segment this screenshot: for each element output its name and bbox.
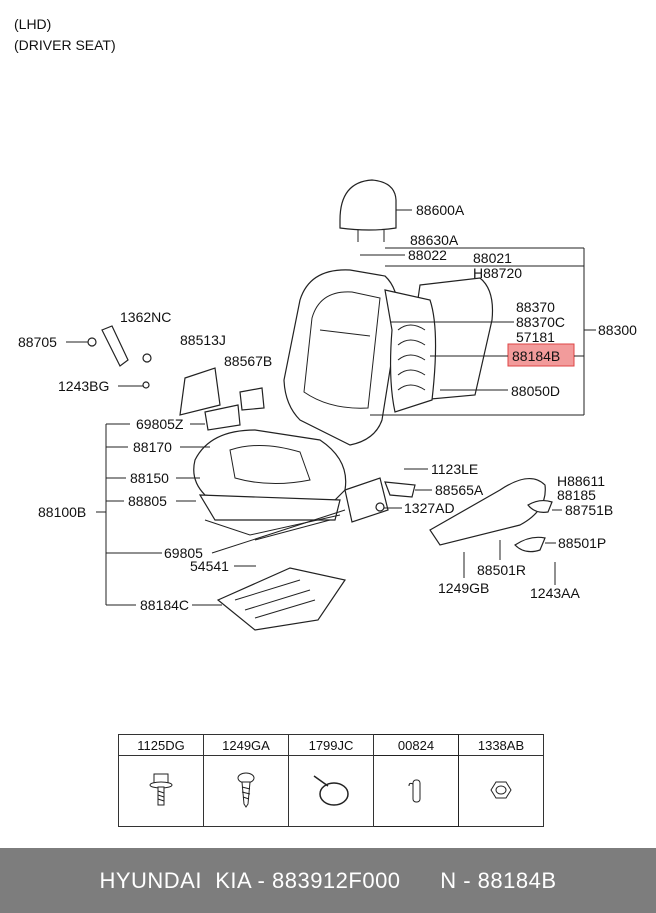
hw-code-1799JC: 1799JC <box>288 734 374 756</box>
cushion-pad <box>216 567 346 631</box>
headrest <box>339 179 397 242</box>
label-54541: 54541 <box>190 558 229 574</box>
label-88370: 88370 <box>516 299 555 315</box>
label-69805: 69805 <box>164 545 203 561</box>
label-88751B: 88751B <box>565 502 613 518</box>
label-1243AA: 1243AA <box>530 585 580 601</box>
label-88513J: 88513J <box>180 332 226 348</box>
clip-1362NC <box>142 353 152 363</box>
label-69805Z: 69805Z <box>136 416 184 432</box>
label-88021: 88021 <box>473 250 512 266</box>
label-88705: 88705 <box>18 334 57 350</box>
seat-exploded-diagram: 88600A 88630A 88021 88022 H88720 88370 8… <box>18 179 637 631</box>
knob-88751B <box>527 499 553 513</box>
label-88184C: 88184C <box>140 597 189 613</box>
hw-code-1249GA: 1249GA <box>203 734 289 756</box>
label-88100B: 88100B <box>38 504 86 520</box>
label-88185: 88185 <box>557 487 596 503</box>
footer-brand: HYUNDAI KIA - 883912F000 <box>99 867 401 893</box>
label-88370C: 88370C <box>516 314 565 330</box>
pin-icon <box>408 779 421 802</box>
recliner-bracket <box>344 477 389 523</box>
bolt-1243BG <box>142 381 150 389</box>
clip-band-icon <box>313 774 349 806</box>
label-88630A: 88630A <box>410 232 459 248</box>
label-1243BG: 1243BG <box>58 378 109 394</box>
flange-bolt-icon <box>149 773 173 805</box>
nut-icon <box>490 781 512 798</box>
hw-code-1338AB: 1338AB <box>458 734 544 756</box>
highlight-88184B <box>507 343 575 367</box>
label-88300: 88300 <box>598 322 637 338</box>
header-driver-seat: (DRIVER SEAT) <box>14 37 116 53</box>
label-88050D: 88050D <box>511 383 560 399</box>
knob-88501P <box>514 536 546 553</box>
label-88567B: 88567B <box>224 353 272 369</box>
label-1362NC: 1362NC <box>120 309 171 325</box>
label-88565A: 88565A <box>435 482 484 498</box>
hardware-table: 1125DG 1249GA 1799JC 00824 1338AB <box>118 734 544 827</box>
label-88184B: 88184B <box>512 348 560 364</box>
seat-back <box>283 269 399 446</box>
label-57181: 57181 <box>516 329 555 345</box>
screw-icon <box>237 772 255 808</box>
recliner-lever <box>87 325 129 367</box>
label-88805: 88805 <box>128 493 167 509</box>
side-shield <box>429 478 546 546</box>
seat-frame <box>198 494 341 541</box>
label-H88720: H88720 <box>473 265 522 281</box>
cover-plate <box>204 404 241 431</box>
label-1123LE: 1123LE <box>431 461 478 477</box>
hw-code-00824: 00824 <box>373 734 459 756</box>
footer-ref: N - 88184B <box>440 867 557 893</box>
seat-back-frame <box>384 277 494 413</box>
label-88170: 88170 <box>133 439 172 455</box>
label-1327AD: 1327AD <box>404 500 455 516</box>
footer-bar: HYUNDAI KIA - 883912F000 N - 88184B <box>0 848 656 913</box>
header-lhd: (LHD) <box>14 16 52 32</box>
label-88150: 88150 <box>130 470 169 486</box>
hw-code-1125DG: 1125DG <box>118 734 204 756</box>
label-88022: 88022 <box>408 247 447 263</box>
label-1249GB: 1249GB <box>438 580 489 596</box>
leader-lines <box>66 209 596 606</box>
label-88501R: 88501R <box>477 562 526 578</box>
label-88501P: 88501P <box>558 535 606 551</box>
cover-clip <box>239 387 265 411</box>
label-H88611: H88611 <box>557 473 605 489</box>
nut-1327AD <box>375 502 385 512</box>
cover-88565A <box>384 481 416 498</box>
label-88600A: 88600A <box>416 202 465 218</box>
seat-cushion <box>193 429 347 507</box>
recliner-cover <box>179 367 221 416</box>
